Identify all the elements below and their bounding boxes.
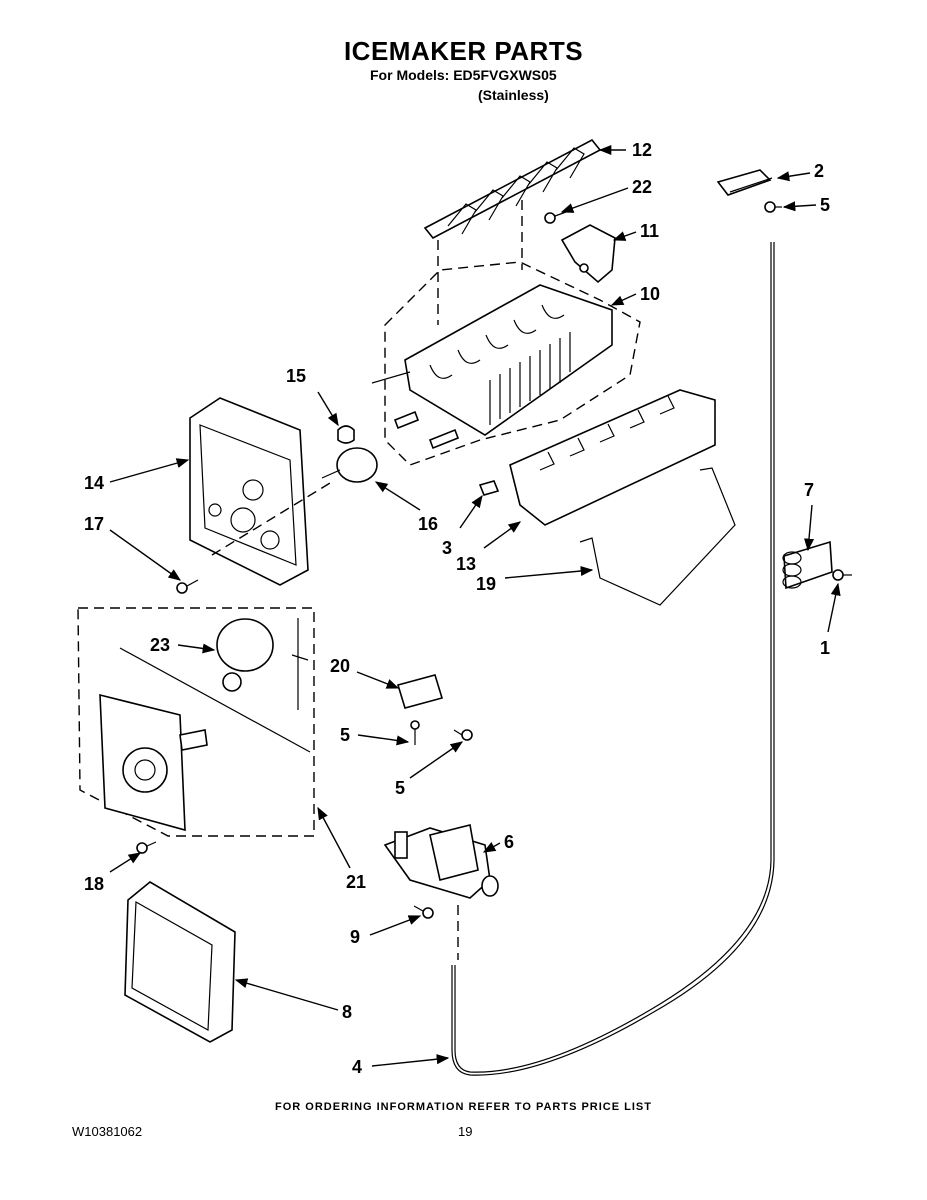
ice-mold-part <box>371 284 613 450</box>
callout-22: 22 <box>632 177 652 197</box>
callout-5-bottom: 5 <box>395 778 405 798</box>
leader-lines <box>109 144 841 1067</box>
thermostat-part-16 <box>211 447 378 556</box>
module-assembly-outline <box>77 607 315 837</box>
screw-5-left <box>410 720 420 745</box>
callout-16: 16 <box>418 514 438 534</box>
page-title: ICEMAKER PARTS <box>343 36 584 66</box>
callout-8: 8 <box>342 1002 352 1022</box>
callout-15: 15 <box>286 366 306 386</box>
model-variant: (Stainless) <box>478 87 549 103</box>
screw-9 <box>413 905 434 919</box>
page-number: 19 <box>458 1124 473 1139</box>
screw-5-top <box>764 201 782 213</box>
callout-6: 6 <box>504 832 514 852</box>
callout-23: 23 <box>150 635 170 655</box>
ordering-note: FOR ORDERING INFORMATION REFER TO PARTS … <box>275 1101 652 1113</box>
water-valve-part-6 <box>383 824 499 899</box>
control-module-part <box>99 647 311 832</box>
callout-17: 17 <box>84 514 104 534</box>
callout-4: 4 <box>352 1057 362 1077</box>
callout-10: 10 <box>640 284 660 304</box>
ice-stripper-part-13 <box>509 389 716 526</box>
water-line-tube <box>454 242 772 1073</box>
clip-part-3 <box>478 480 500 496</box>
motor-part-23 <box>216 618 309 710</box>
callout-1: 1 <box>820 638 830 658</box>
callout-12: 12 <box>632 140 652 160</box>
bracket-part-2 <box>716 169 773 196</box>
shutoff-arm-part-19 <box>579 467 736 606</box>
callout-18: 18 <box>84 874 104 894</box>
screw-1 <box>832 569 852 581</box>
cover-part <box>560 224 616 284</box>
screw-17 <box>176 579 199 594</box>
callout-11: 11 <box>640 221 659 241</box>
callout-5-left: 5 <box>340 725 350 745</box>
ejector-part <box>423 138 602 325</box>
housing-part <box>189 397 309 586</box>
document-code: W10381062 <box>72 1124 143 1139</box>
callout-14: 14 <box>84 473 104 493</box>
screw-18 <box>136 841 157 854</box>
callout-21: 21 <box>346 872 366 892</box>
callout-9: 9 <box>350 927 360 947</box>
icemaker-assembly-outline <box>384 261 641 466</box>
callout-2: 2 <box>814 161 824 181</box>
bracket-part-20 <box>396 674 444 709</box>
clamp-part-7 <box>782 540 833 590</box>
screw-5-right <box>453 729 473 741</box>
callout-13: 13 <box>456 554 476 574</box>
callout-5-top: 5 <box>820 195 830 215</box>
clip-part-15 <box>337 425 355 444</box>
screw-22 <box>544 211 567 224</box>
models-line: For Models: ED5FVGXWS05 <box>370 67 557 83</box>
pad-part-8 <box>124 881 236 1043</box>
callout-3: 3 <box>442 538 452 558</box>
callout-7: 7 <box>804 480 814 500</box>
callout-19: 19 <box>476 574 496 594</box>
callout-20: 20 <box>330 656 350 676</box>
